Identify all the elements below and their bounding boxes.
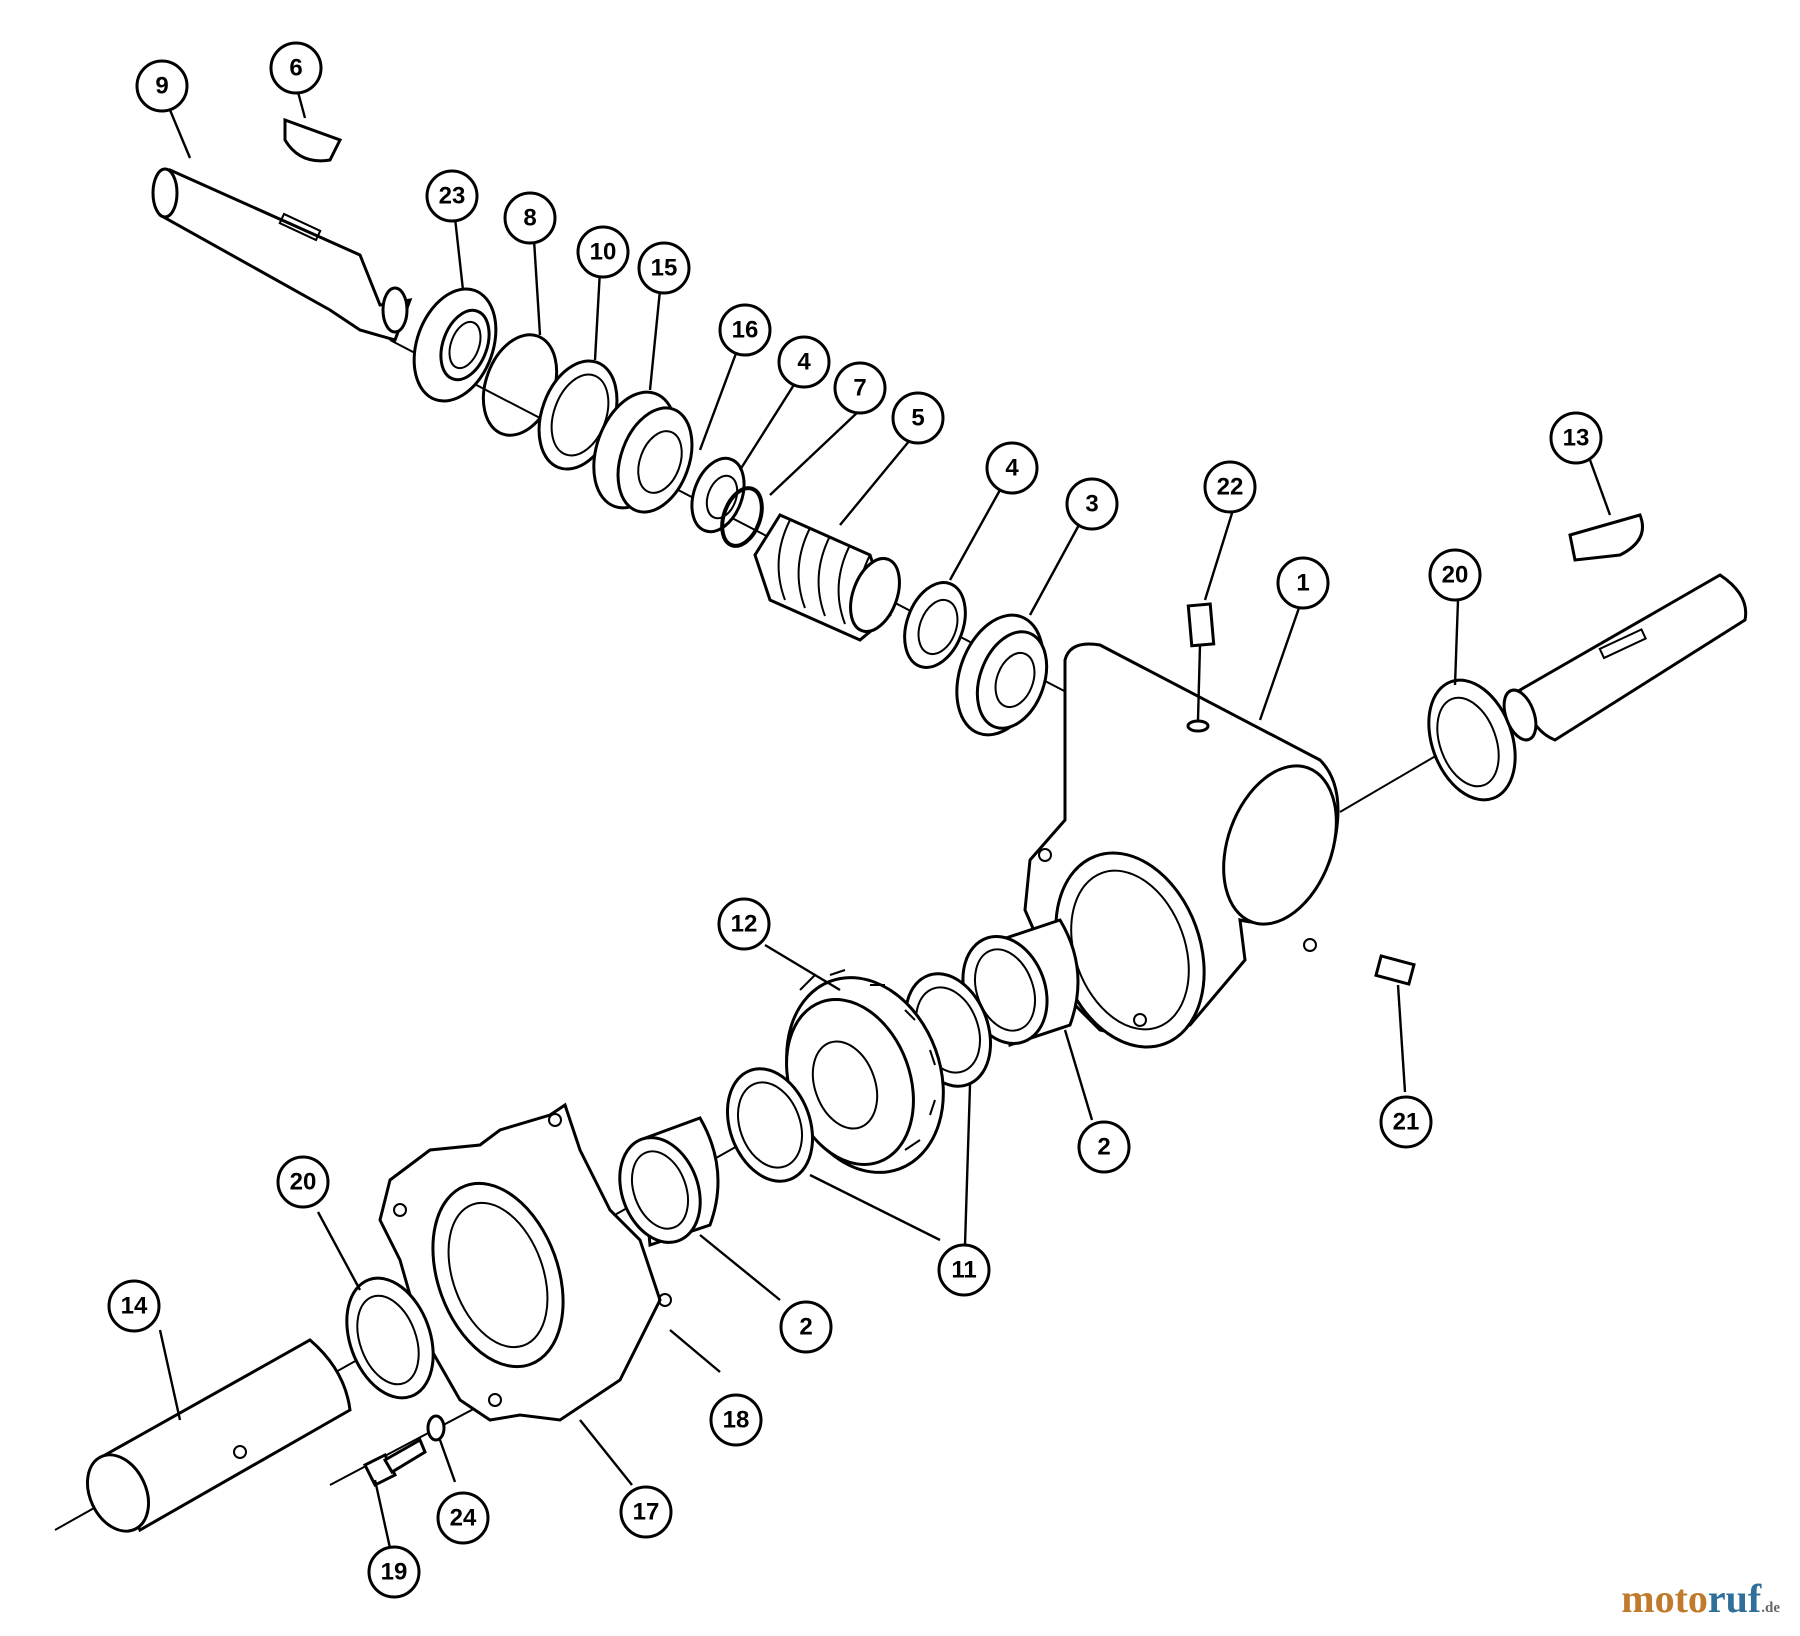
- svg-text:24: 24: [450, 1505, 477, 1532]
- bolt-axis: [329, 1394, 501, 1486]
- callout-19: 19: [367, 1545, 421, 1599]
- callout-2-upper: 2: [1077, 1120, 1131, 1174]
- callout-18: 18: [709, 1393, 763, 1447]
- callout-1: 1: [1276, 556, 1330, 610]
- part-15-roller-bearing: [592, 390, 694, 514]
- part-7-ring: [720, 486, 764, 548]
- motoruf-watermark: motoruf.de: [1621, 1575, 1780, 1622]
- svg-text:13: 13: [1563, 425, 1590, 452]
- svg-text:11: 11: [951, 1257, 976, 1284]
- part-1-gear-housing: [1023, 642, 1340, 1049]
- part-23-bearing: [412, 287, 498, 403]
- callout-12: 12: [717, 897, 771, 951]
- svg-text:4: 4: [1005, 455, 1019, 482]
- part-2-bushing-lower: [618, 1116, 720, 1248]
- part-13-output-shaft: [1502, 573, 1748, 742]
- watermark-brand-b: ruf: [1707, 1576, 1762, 1621]
- callout-13: 13: [1549, 411, 1603, 465]
- svg-text:18: 18: [723, 1407, 750, 1434]
- svg-text:12: 12: [731, 911, 758, 938]
- callout-4-upper: 4: [777, 335, 831, 389]
- callout-21: 21: [1379, 1095, 1433, 1149]
- callout-7: 7: [833, 361, 887, 415]
- svg-text:21: 21: [1393, 1109, 1420, 1136]
- callout-23: 23: [425, 169, 479, 223]
- part-14-output-shaft: [86, 1338, 352, 1533]
- svg-text:23: 23: [439, 183, 466, 210]
- svg-text:15: 15: [651, 255, 678, 282]
- svg-text:9: 9: [155, 73, 168, 100]
- part-5-worm: [753, 513, 901, 642]
- part-11-washer-lower: [725, 1067, 815, 1183]
- callout-10: 10: [576, 225, 630, 279]
- callout-8: 8: [503, 191, 557, 245]
- callout-3: 3: [1065, 477, 1119, 531]
- callout-20-lower: 20: [276, 1155, 330, 1209]
- callout-24: 24: [436, 1491, 490, 1545]
- part-6-woodruff-key: [283, 117, 343, 163]
- callout-17: 17: [619, 1485, 673, 1539]
- part-4-spacer: [903, 581, 967, 669]
- callout-6: 6: [269, 41, 323, 95]
- callout-14: 14: [107, 1279, 161, 1333]
- svg-text:8: 8: [523, 205, 536, 232]
- part-13-key: [1568, 513, 1644, 562]
- part-21-plug: [1374, 954, 1416, 986]
- callout-4-lower: 4: [985, 441, 1039, 495]
- callout-2-lower: 2: [779, 1300, 833, 1354]
- watermark-brand-a: moto: [1621, 1576, 1708, 1621]
- svg-text:3: 3: [1085, 491, 1098, 518]
- part-16-inner-race: [690, 456, 746, 534]
- watermark-suffix: .de: [1761, 1600, 1780, 1616]
- callout-15: 15: [637, 241, 691, 295]
- svg-text:20: 20: [290, 1169, 317, 1196]
- svg-text:22: 22: [1217, 474, 1244, 501]
- svg-text:17: 17: [633, 1499, 660, 1526]
- callout-16: 16: [718, 303, 772, 357]
- svg-text:10: 10: [590, 239, 617, 266]
- svg-text:19: 19: [381, 1559, 408, 1586]
- svg-text:6: 6: [289, 55, 302, 82]
- svg-text:1: 1: [1296, 570, 1309, 597]
- callout-20-upper: 20: [1428, 548, 1482, 602]
- callout-11: 11: [937, 1243, 991, 1297]
- callouts: 9 6 23 8 10 15 16 4 7 5 4 3 22 1 13 20 1…: [107, 41, 1603, 1599]
- callout-5: 5: [891, 391, 945, 445]
- part-12-spur-gear: [785, 969, 945, 1174]
- part-24-lock-washer: [426, 1414, 446, 1442]
- svg-text:4: 4: [797, 349, 811, 376]
- part-19-bolt: [362, 1437, 427, 1488]
- svg-text:2: 2: [1097, 1134, 1110, 1161]
- callout-9: 9: [135, 59, 189, 113]
- svg-text:16: 16: [732, 317, 759, 344]
- callout-22: 22: [1203, 460, 1257, 514]
- leader-lines: [158, 91, 1612, 1549]
- svg-text:2: 2: [799, 1314, 812, 1341]
- part-22-breather: [1186, 602, 1216, 721]
- part-17-cover-plate: [378, 1102, 672, 1422]
- svg-text:7: 7: [853, 375, 866, 402]
- part-3-ball-bearing: [955, 613, 1049, 737]
- svg-text:14: 14: [121, 1293, 148, 1320]
- part-9-input-shaft: [151, 167, 413, 342]
- svg-text:20: 20: [1442, 562, 1469, 589]
- svg-text:5: 5: [911, 405, 924, 432]
- part-20-seal-lower: [345, 1276, 435, 1400]
